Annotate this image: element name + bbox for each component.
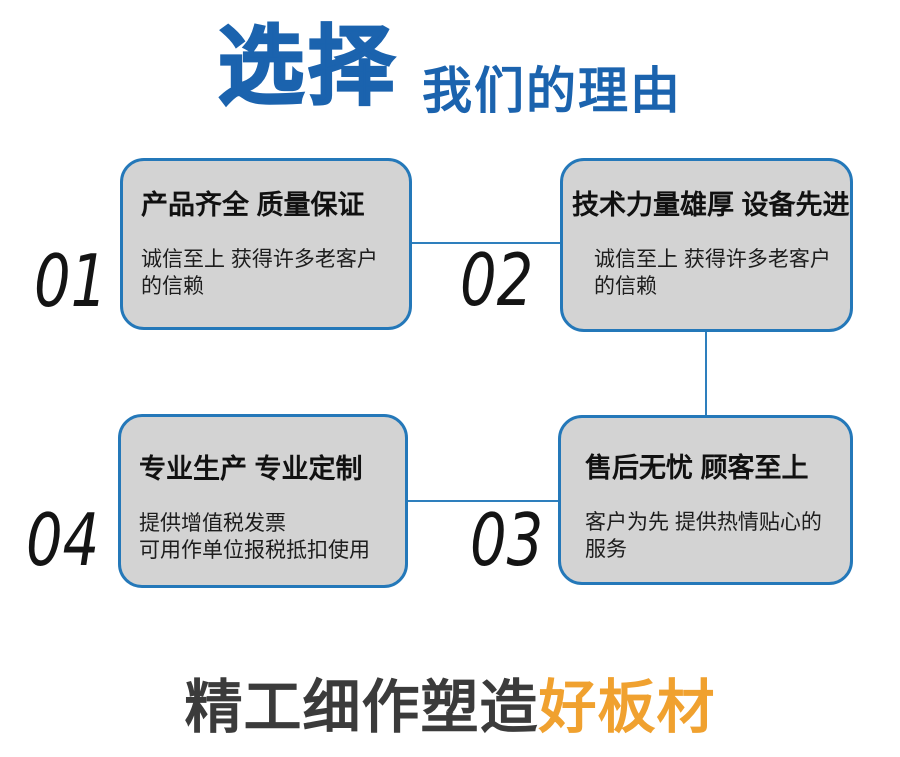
card-desc-line: 客户为先 提供热情贴心的 — [585, 510, 822, 534]
feature-card-03: 售后无忧 顾客至上 客户为先 提供热情贴心的 服务 — [558, 415, 853, 585]
card-desc: 诚信至上 获得许多老客户 的信赖 — [594, 246, 842, 300]
card-title: 专业生产 专业定制 — [139, 454, 363, 484]
connector-line-top — [410, 242, 561, 244]
card-desc-line: 服务 — [585, 537, 627, 561]
card-desc: 诚信至上 获得许多老客户 的信赖 — [141, 246, 401, 300]
title-sub: 我们的理由 — [422, 63, 682, 119]
card-desc-line: 诚信至上 获得许多老客户 — [141, 247, 378, 271]
feature-card-02: 技术力量雄厚 设备先进 诚信至上 获得许多老客户 的信赖 — [560, 158, 853, 332]
feature-card-01: 产品齐全 质量保证 诚信至上 获得许多老客户 的信赖 — [120, 158, 412, 330]
connector-line-right — [705, 330, 707, 416]
card-number-03: 03 — [470, 498, 544, 582]
title-main: 选择 — [217, 19, 398, 115]
card-number-01: 01 — [34, 239, 108, 323]
connector-line-bottom — [406, 500, 559, 502]
card-desc-line: 提供增值税发票 — [139, 511, 286, 535]
card-desc-line: 的信赖 — [141, 274, 204, 298]
card-title: 产品齐全 质量保证 — [141, 190, 365, 220]
card-number-04: 04 — [26, 498, 100, 582]
card-title: 技术力量雄厚 设备先进 — [572, 190, 850, 220]
card-number-02: 02 — [460, 238, 534, 322]
card-desc-line: 诚信至上 获得许多老客户 — [594, 247, 831, 271]
page-title: 选择 我们的理由 — [0, 19, 900, 116]
card-desc: 客户为先 提供热情贴心的 服务 — [585, 509, 842, 563]
card-title: 售后无忧 顾客至上 — [585, 453, 809, 483]
card-desc-line: 可用作单位报税抵扣使用 — [139, 538, 370, 562]
slogan: 精工细作塑造好板材 — [0, 679, 900, 737]
card-desc: 提供增值税发票 可用作单位报税抵扣使用 — [139, 510, 397, 564]
feature-card-04: 专业生产 专业定制 提供增值税发票 可用作单位报税抵扣使用 — [118, 414, 408, 588]
card-desc-line: 的信赖 — [594, 274, 657, 298]
slogan-accent-text: 好板材 — [538, 675, 716, 740]
slogan-dark-text: 精工细作塑造 — [184, 675, 539, 740]
